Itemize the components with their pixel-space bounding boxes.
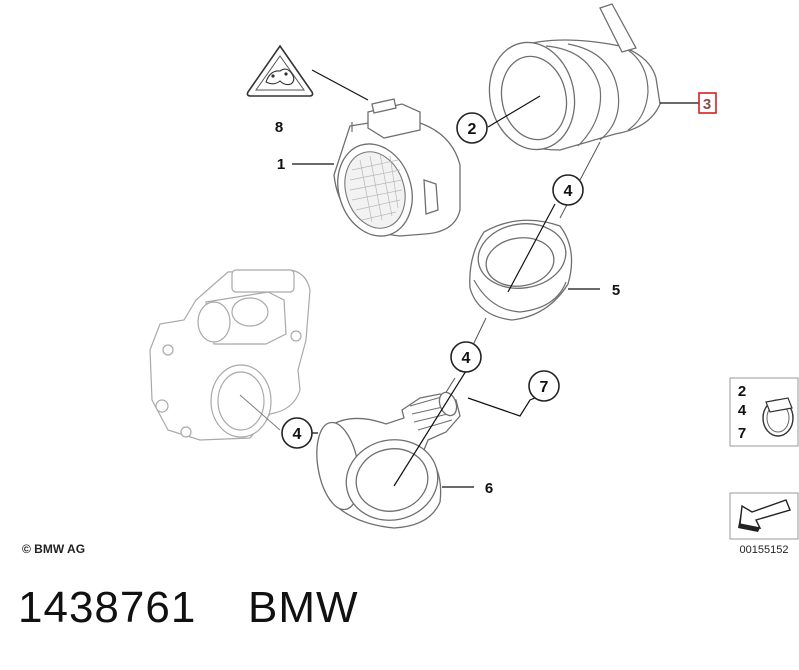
callout-7: 7 [528,370,560,402]
leader-4b [507,203,556,293]
callout-5: 5 [612,282,620,299]
svg-text:3: 3 [703,96,711,113]
leader-2 [487,95,541,128]
svg-text:4: 4 [738,402,747,419]
callout-6: 6 [485,480,493,497]
callout-4-mid: 4 [450,341,482,373]
leader-7 [467,395,541,417]
callout-3-highlighted[interactable]: 3 [698,92,717,114]
throttle-body [149,269,311,441]
svg-text:7: 7 [540,379,549,396]
leader-4a-elbow [393,370,467,487]
arrow-icon [739,499,791,529]
callout-2: 2 [456,112,488,144]
svg-text:4: 4 [564,183,573,200]
callout-1: 1 [277,156,285,173]
warning-label-triangle [246,44,314,97]
leader-8 [311,69,369,101]
callout-4-top: 4 [552,174,584,206]
svg-text:7: 7 [738,425,746,442]
view-direction-box [729,492,799,540]
callout-8: 8 [275,119,283,136]
intake-hose-elbow [316,391,461,529]
callout-4-left: 4 [281,417,313,449]
air-mass-meter [333,98,461,237]
clamp-legend-box: 2 4 7 [729,377,799,447]
svg-text:4: 4 [293,426,302,443]
svg-text:4: 4 [462,350,471,367]
copyright-text: © BMW AG [22,542,85,556]
svg-text:2: 2 [468,121,477,138]
svg-text:2: 2 [738,383,746,400]
footer-brand: BMW [248,583,359,632]
footer-part-number: 1438761 [18,583,197,632]
intake-boot [488,3,661,151]
sealing-ring [469,219,573,321]
drawing-number: 00155152 [740,544,789,556]
hose-clamp-icon [762,397,794,437]
